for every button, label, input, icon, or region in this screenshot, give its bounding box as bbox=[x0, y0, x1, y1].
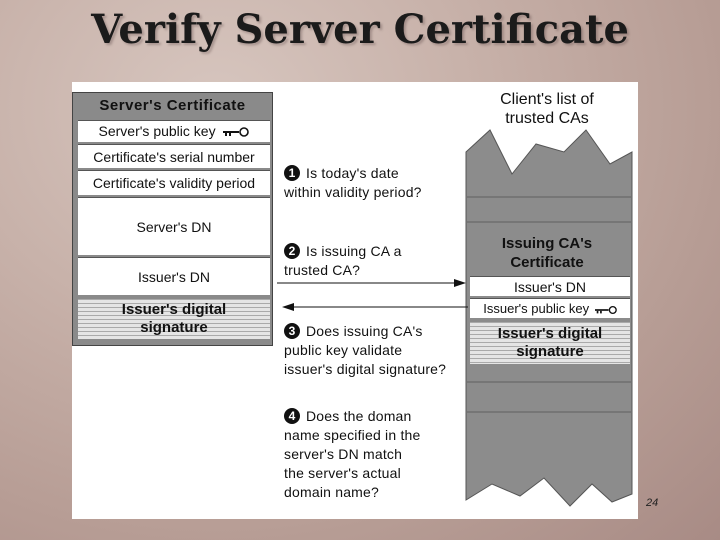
step-4-line-4: the server's actual bbox=[284, 465, 401, 481]
client-ca-list-title: Client's list of trusted CAs bbox=[500, 91, 594, 127]
server-certificate-title: Server's Certificate bbox=[99, 97, 246, 114]
key-icon bbox=[594, 305, 617, 314]
ca-signature-block: Issuer's digital signature bbox=[470, 322, 630, 364]
ca-field-issuer-public-key: Issuer's public key bbox=[470, 298, 630, 318]
step-1-line-1: Is today's date bbox=[306, 165, 399, 181]
step-3: 3 Does issuing CA's public key validate i… bbox=[284, 322, 474, 379]
step-2: 2 Is issuing CA a trusted CA? bbox=[284, 242, 474, 280]
step-4-line-5: domain name? bbox=[284, 484, 380, 500]
field-issuer-dn: Issuer's DN bbox=[78, 257, 270, 295]
step-2-line-2: trusted CA? bbox=[284, 262, 361, 278]
diagram-panel: Server's Certificate Server's public key… bbox=[72, 82, 638, 519]
ca-field-issuer-dn: Issuer's DN bbox=[470, 276, 630, 296]
arrow-from-ca-key bbox=[282, 303, 468, 311]
step-2-line-1: Is issuing CA a bbox=[306, 243, 402, 259]
trusted-ca-column bbox=[277, 129, 633, 507]
step-4: 4 Does the doman name specified in the se… bbox=[284, 407, 474, 502]
field-server-public-key: Server's public key bbox=[78, 120, 270, 142]
step-number-2: 2 bbox=[284, 243, 300, 259]
column-edge-lines bbox=[467, 196, 631, 413]
step-1-line-2: within validity period? bbox=[284, 184, 422, 200]
step-4-line-3: server's DN match bbox=[284, 446, 403, 462]
step-number-1: 1 bbox=[284, 165, 300, 181]
field-label: Server's public key bbox=[98, 123, 216, 139]
issuer-signature-block: Issuer's digital signature bbox=[78, 299, 270, 339]
field-validity-period: Certificate's validity period bbox=[78, 170, 270, 195]
signature-label: Issuer's digital signature bbox=[497, 325, 603, 360]
page-number: 24 bbox=[646, 497, 659, 509]
step-4-line-1: Does the doman bbox=[306, 408, 412, 424]
step-3-line-3: issuer's digital signature? bbox=[284, 361, 447, 377]
signature-label: Issuer's digital signature bbox=[121, 301, 227, 336]
issuing-ca-title: Issuing CA's Certificate bbox=[501, 235, 593, 271]
step-number-3: 3 bbox=[284, 323, 300, 339]
arrow-to-ca-list bbox=[277, 279, 466, 287]
slide-title: Verify Server Certificate bbox=[91, 6, 629, 53]
field-label: Issuer's public key bbox=[483, 301, 590, 316]
step-number-4: 4 bbox=[284, 408, 300, 424]
key-icon bbox=[223, 127, 250, 138]
step-3-line-1: Does issuing CA's bbox=[306, 323, 423, 339]
field-server-dn: Server's DN bbox=[78, 197, 270, 255]
step-1: 1 Is today's date within validity period? bbox=[284, 164, 474, 202]
server-certificate: Server's Certificate Server's public key… bbox=[72, 92, 273, 346]
field-serial-number: Certificate's serial number bbox=[78, 144, 270, 168]
step-3-line-2: public key validate bbox=[284, 342, 403, 358]
step-4-line-2: name specified in the bbox=[284, 427, 421, 443]
